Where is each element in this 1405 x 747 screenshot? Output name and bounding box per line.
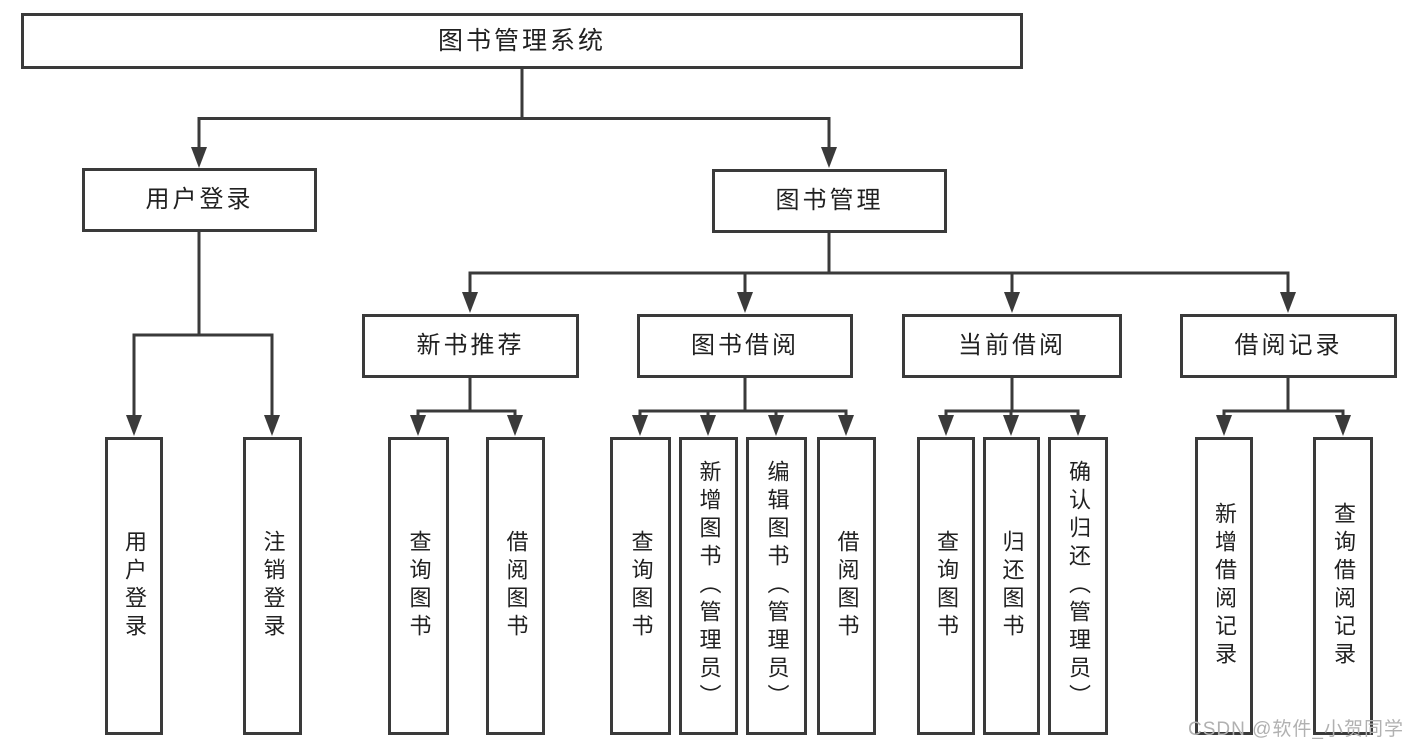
node-return-books: 归还图书 [983,437,1040,735]
node-logout: 注销登录 [243,437,302,735]
node-user-login: 用户登录 [82,168,317,232]
node-borrowing-records: 借阅记录 [1180,314,1397,378]
node-book-management: 图书管理 [712,169,947,233]
node-new-book-recommendation: 新书推荐 [362,314,579,378]
node-query-books-recommend: 查询图书 [388,437,449,735]
node-book-management-system: 图书管理系统 [21,13,1023,69]
node-current-borrowing: 当前借阅 [902,314,1122,378]
node-edit-books-admin: 编辑图书（管理员） [746,437,807,735]
watermark: CSDN @软件_小贺同学 [1188,719,1404,740]
node-add-borrow-record: 新增借阅记录 [1195,437,1253,735]
node-add-books-admin: 新增图书（管理员） [679,437,738,735]
node-query-books-borrowing: 查询图书 [610,437,671,735]
node-query-borrow-record: 查询借阅记录 [1313,437,1373,735]
node-book-borrowing: 图书借阅 [637,314,853,378]
node-borrow-books-borrowing: 借阅图书 [817,437,876,735]
node-confirm-return-admin: 确认归还（管理员） [1048,437,1108,735]
node-user-login-leaf: 用户登录 [105,437,163,735]
node-query-books-current: 查询图书 [917,437,975,735]
node-borrow-books-recommend: 借阅图书 [486,437,545,735]
arrowhead-group [126,147,1351,436]
